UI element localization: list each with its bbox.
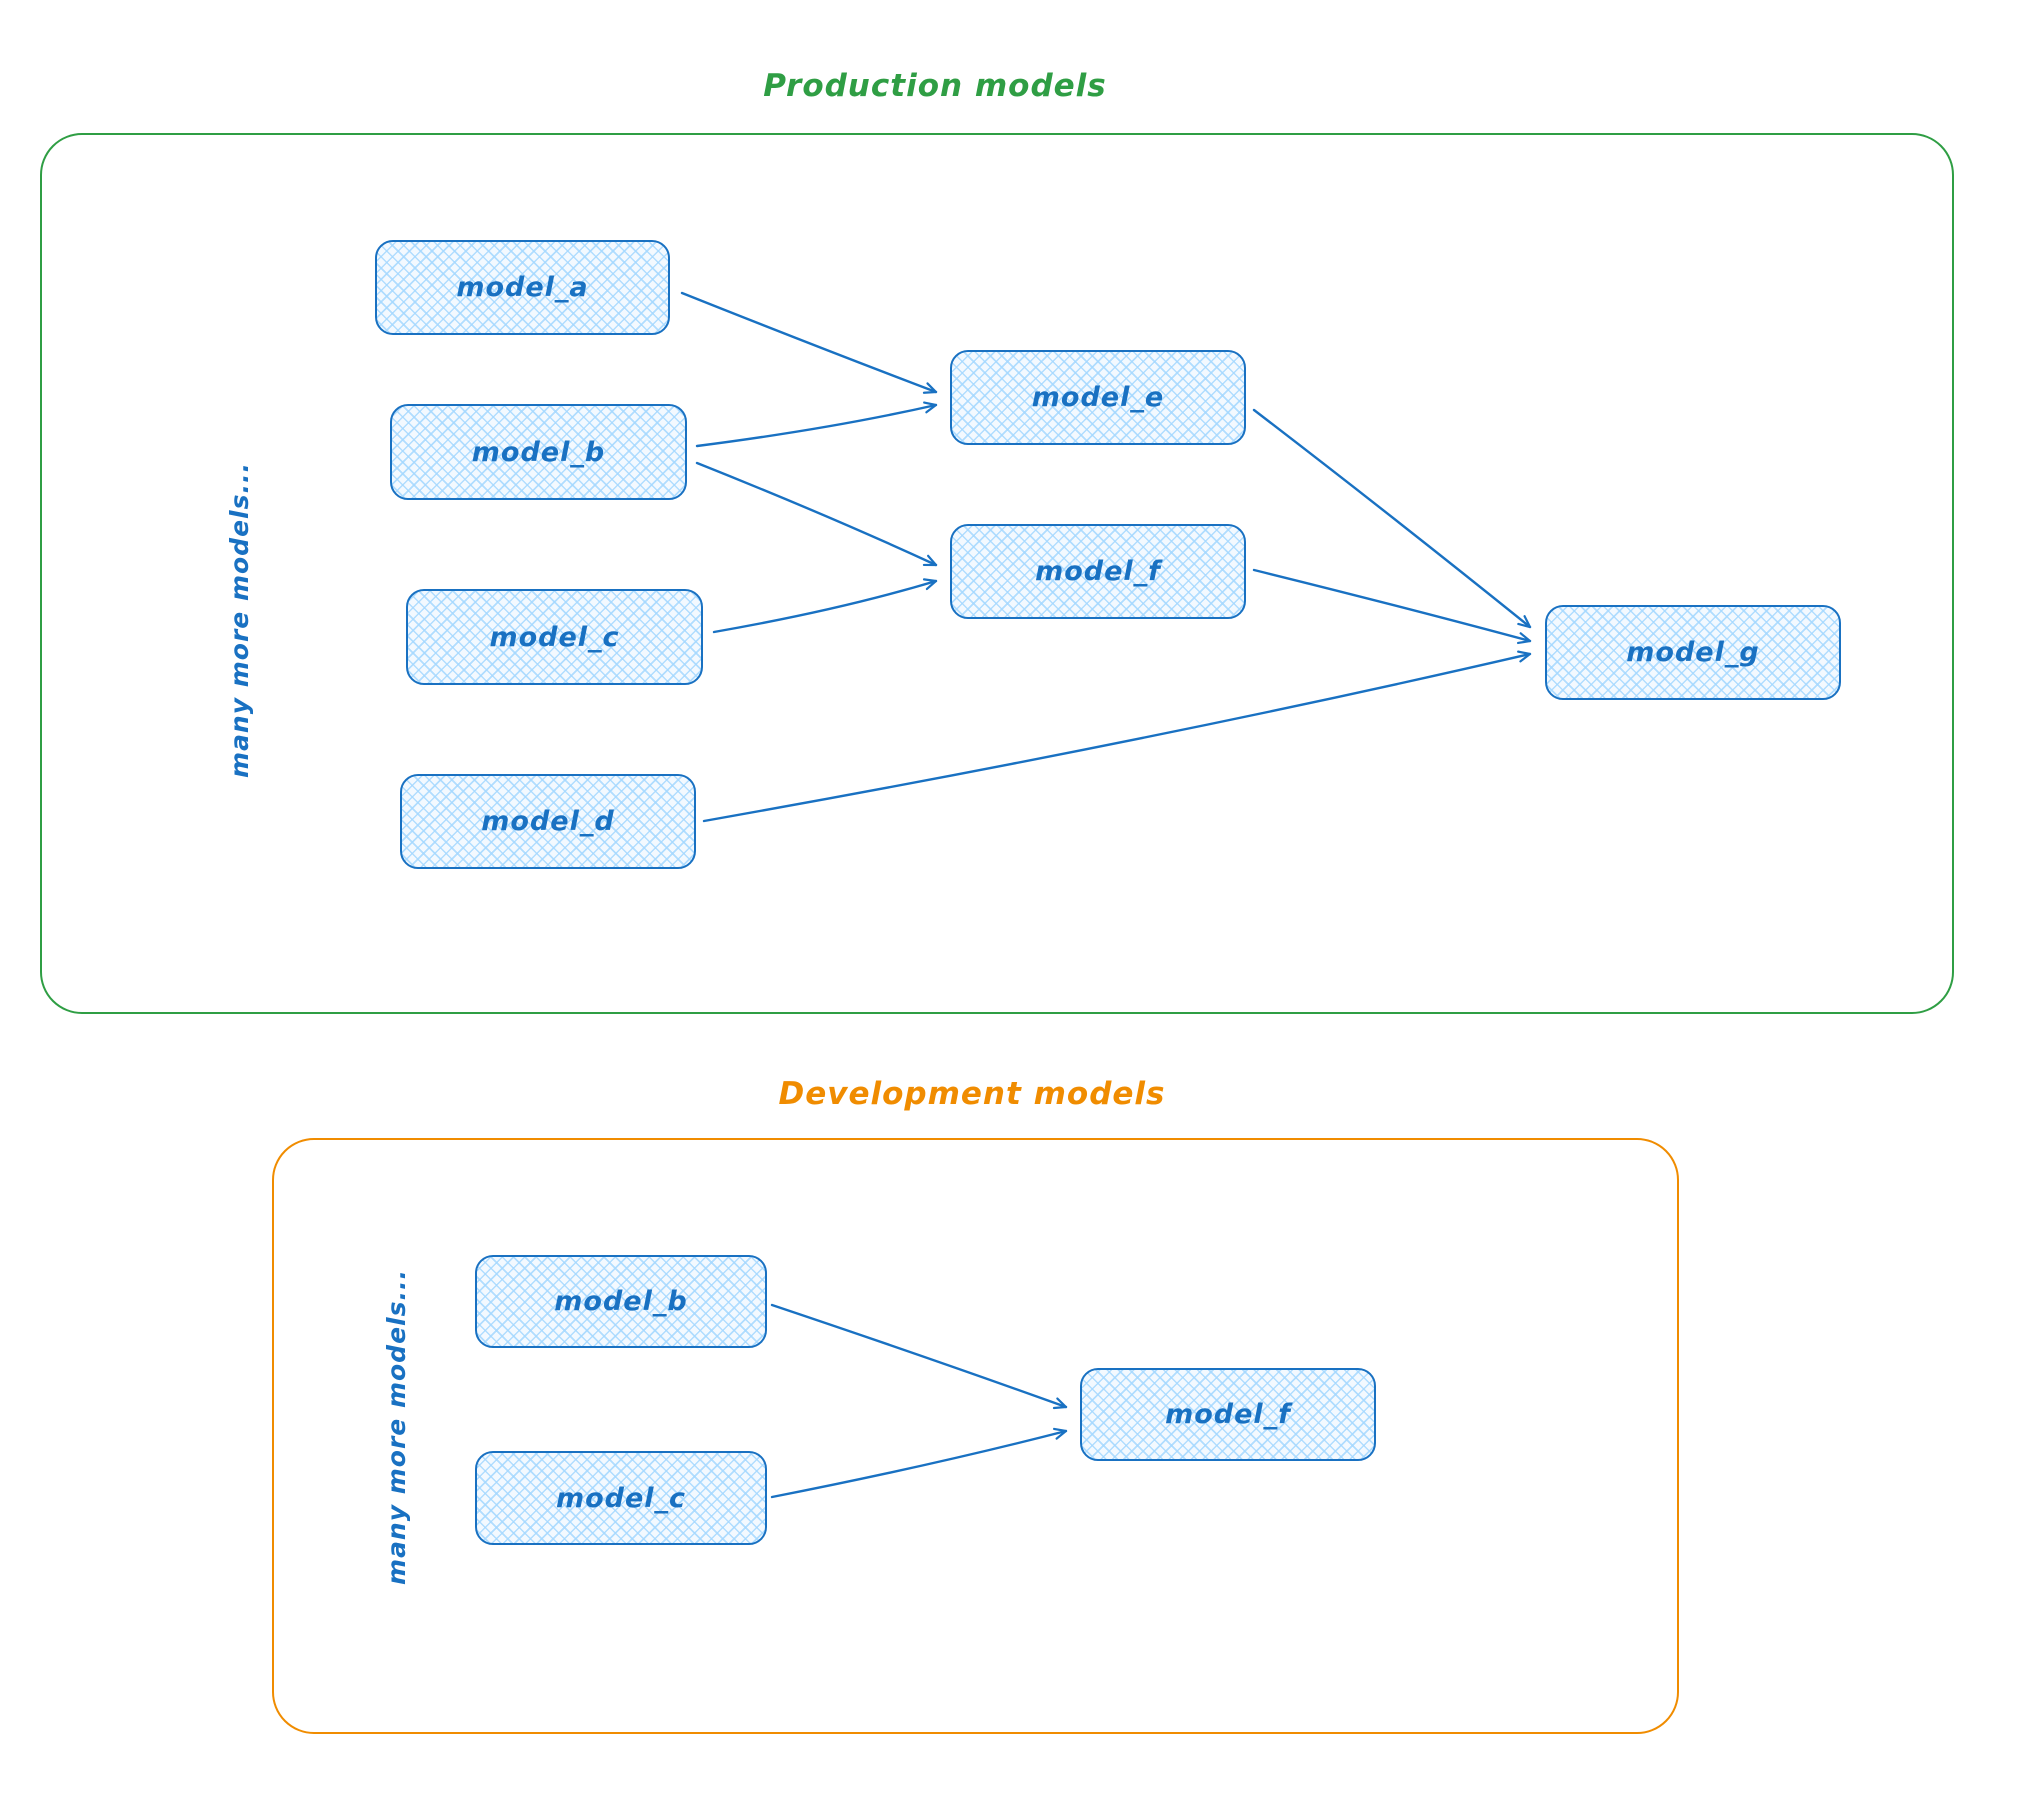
node-label: model_a [456,272,589,303]
node-label: model_f [1035,556,1161,587]
node-label: model_e [1031,382,1165,413]
development-frame [272,1138,1679,1734]
node-label: model_f [1165,1399,1291,1430]
edge-model-b-to-model-e [695,401,938,448]
node-label: model_d [481,806,615,837]
edge-model-e-to-model-g [1252,408,1532,629]
node-dev-model-f[interactable]: model_f [1080,1368,1376,1461]
node-label: model_g [1626,637,1760,668]
node-model-a[interactable]: model_a [375,240,670,335]
edge-model-c-to-model-f [712,578,938,634]
node-label: model_b [471,436,606,468]
production-frame [40,133,1954,1014]
node-model-b[interactable]: model_b [390,404,687,500]
edge-dev-model-b-to-model-f [770,1303,1068,1410]
edge-model-f-to-model-g [1252,568,1532,645]
edge-model-a-to-model-e [680,291,938,394]
node-model-e[interactable]: model_e [950,350,1246,445]
edge-model-d-to-model-g [702,650,1532,823]
node-model-c[interactable]: model_c [406,589,703,685]
node-dev-model-b[interactable]: model_b [475,1255,767,1348]
production-section-title: Production models [763,68,1107,104]
edge-model-b-to-model-f [695,461,938,567]
node-label: model_b [554,1286,688,1317]
node-label: model_c [555,1482,687,1514]
node-model-f[interactable]: model_f [950,524,1246,619]
node-model-d[interactable]: model_d [400,774,696,869]
node-dev-model-c[interactable]: model_c [475,1451,767,1545]
development-side-note: many more models... [382,1269,411,1585]
node-model-g[interactable]: model_g [1545,605,1841,700]
node-label: model_c [489,621,620,653]
edge-dev-model-c-to-model-f [770,1427,1068,1499]
development-section-title: Development models [778,1076,1166,1112]
production-side-note: many more models... [225,462,254,778]
